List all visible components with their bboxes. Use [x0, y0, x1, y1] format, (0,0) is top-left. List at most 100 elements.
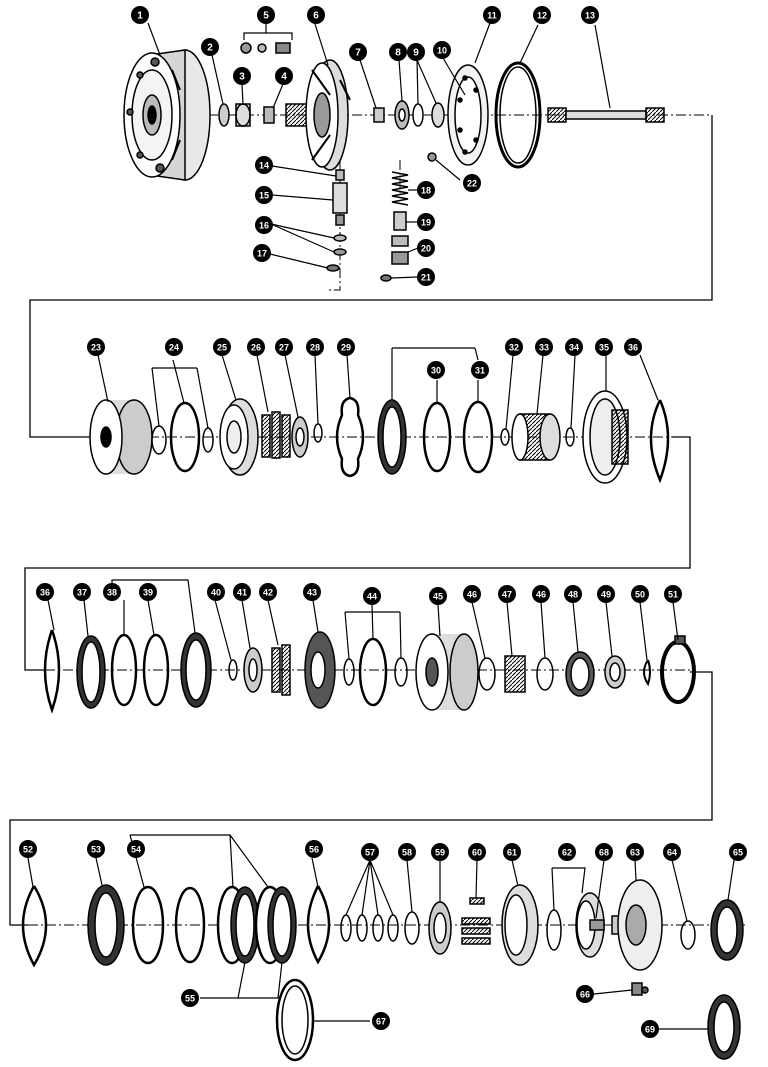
callout-circle [626, 843, 644, 861]
callout-label: 67 [376, 1017, 386, 1027]
part-26-springs [261, 411, 291, 459]
callout-circle [597, 585, 615, 603]
callout-15: 15 [255, 186, 273, 204]
part-44-ring-c [394, 657, 408, 687]
part-51-band [660, 635, 696, 704]
callout-label: 40 [211, 588, 221, 598]
part-46-seal-b [536, 657, 554, 691]
leader-lines [27, 22, 735, 1030]
callout-label: 6 [313, 11, 319, 22]
callout-29: 29 [337, 338, 355, 356]
part-12-oring [494, 61, 542, 169]
callout-label: 64 [667, 848, 677, 858]
callout-circle [253, 244, 271, 262]
callout-label: 26 [251, 343, 261, 353]
callout-circle [565, 338, 583, 356]
callout-circle [233, 67, 251, 85]
callout-label: 52 [23, 845, 33, 855]
part-5-set [240, 42, 291, 54]
part-22-screw [427, 152, 437, 162]
callout-circle [576, 985, 594, 1003]
part-68-hub [575, 892, 605, 958]
callout-label: 65 [733, 848, 743, 858]
callout-circle [259, 583, 277, 601]
input-shaft [547, 107, 665, 123]
callout-circle [417, 181, 435, 199]
callout-label: 44 [367, 592, 377, 602]
part-9-ring-b [431, 102, 445, 128]
callout-20: 20 [417, 239, 435, 257]
callout-circle [165, 338, 183, 356]
callout-label: 17 [257, 249, 267, 259]
callout-circle [595, 843, 613, 861]
callout-28: 28 [306, 338, 324, 356]
part-57-ring-a [340, 914, 352, 942]
callout-label: 4 [281, 72, 287, 83]
part-50-snap-ring [643, 659, 651, 687]
callout-49: 49 [597, 585, 615, 603]
part-36-snap-ring-b [43, 629, 61, 714]
callout-51: 51 [664, 585, 682, 603]
part-44-ring-a [343, 658, 355, 686]
callout-label: 32 [509, 343, 519, 353]
callout-21: 21 [417, 268, 435, 286]
callout-label: 11 [487, 11, 497, 21]
callout-label: 42 [263, 588, 273, 598]
callout-label: 31 [475, 366, 485, 376]
part-56-snap-ring [306, 885, 331, 965]
callout-46a: 46 [463, 585, 481, 603]
callout-label: 51 [668, 590, 678, 600]
part-35-drum [582, 390, 629, 484]
callout-30: 30 [427, 361, 445, 379]
callout-label: 63 [630, 848, 640, 858]
part-40-seal [228, 659, 238, 681]
callout-circle [624, 338, 642, 356]
callout-31: 31 [471, 361, 489, 379]
callout-3: 3 [233, 67, 251, 85]
callout-67: 67 [372, 1012, 390, 1030]
callout-37: 37 [73, 583, 91, 601]
callout-4: 4 [275, 67, 293, 85]
callout-label: 10 [437, 46, 447, 56]
part-41-retainer [243, 647, 263, 693]
part-27-retainer [291, 416, 309, 458]
part-24-ring-a [151, 425, 167, 455]
valve-stack-left [326, 169, 348, 272]
callout-label: 25 [217, 343, 227, 353]
callout-label: 27 [279, 343, 289, 353]
callout-circle [247, 338, 265, 356]
callout-55: 55 [181, 989, 199, 1007]
callout-label: 33 [539, 343, 549, 353]
part-55-plate-a [174, 886, 206, 964]
callout-circle [729, 843, 747, 861]
part-54-plate [131, 885, 165, 965]
callout-circle [532, 585, 550, 603]
callout-circle [595, 338, 613, 356]
callout-label: 7 [355, 48, 361, 59]
callout-label: 39 [143, 588, 153, 598]
callout-50: 50 [631, 585, 649, 603]
callout-label: 34 [569, 343, 579, 353]
callout-14: 14 [255, 156, 273, 174]
callout-26: 26 [247, 338, 265, 356]
callout-label: 8 [395, 48, 401, 59]
part-43-piston [304, 631, 336, 709]
part-2-seal [218, 103, 230, 127]
callout-circle [417, 239, 435, 257]
callout-label: 19 [421, 218, 431, 228]
callout-circle [103, 583, 121, 601]
callout-label: 41 [237, 588, 247, 598]
callout-circle [641, 1020, 659, 1038]
callout-33: 33 [535, 338, 553, 356]
callout-circle [564, 585, 582, 603]
callout-23: 23 [87, 338, 105, 356]
callout-label: 43 [307, 588, 317, 598]
callout-2: 2 [201, 38, 219, 56]
callout-label: 58 [402, 848, 412, 858]
callout-label: 69 [645, 1025, 655, 1035]
callout-label: 54 [131, 845, 141, 855]
callout-circle [201, 38, 219, 56]
callout-27: 27 [275, 338, 293, 356]
callout-label: 37 [77, 588, 87, 598]
